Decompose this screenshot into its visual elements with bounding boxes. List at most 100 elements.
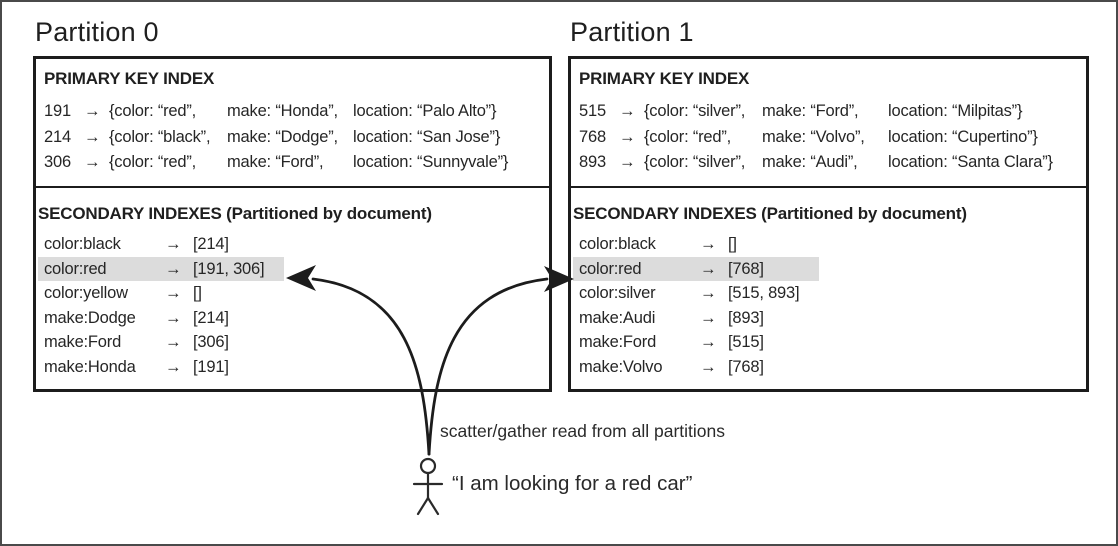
secondary-index-entry: make:Dodge → [214] bbox=[38, 306, 284, 331]
primary-key-rows: 515 → {color: “silver”, make: “Ford”, locati… bbox=[579, 99, 1078, 176]
secondary-index-entry: color:silver → [515, 893] bbox=[573, 281, 819, 306]
secondary-index-entry: make:Honda → [191] bbox=[38, 355, 284, 380]
document-color-field: {color: “black”, bbox=[109, 127, 211, 146]
secondary-indexes-heading: SECONDARY INDEXES (Partitioned by docume… bbox=[573, 204, 967, 223]
maps-to-arrow-icon: → bbox=[700, 259, 717, 278]
maps-to-arrow-icon: → bbox=[84, 127, 101, 146]
primary-key-id: 191 bbox=[44, 102, 71, 120]
secondary-index-entry: make:Volvo→[768] bbox=[573, 355, 819, 380]
secondary-index-ids: [768] bbox=[728, 259, 764, 278]
document-location-field: location: “Cupertino”} bbox=[888, 127, 1038, 146]
primary-key-id: 768 bbox=[579, 127, 606, 146]
primary-key-index-section: PRIMARY KEY INDEX 191 → {color: “red”, make… bbox=[36, 59, 549, 188]
primary-key-index-section: PRIMARY KEY INDEX 515 → {color: “silver”, m… bbox=[571, 59, 1086, 188]
document-color-field: {color: “red”, bbox=[644, 127, 732, 146]
document-color-field: {color: “silver”, bbox=[644, 153, 746, 171]
maps-to-arrow-icon: → bbox=[700, 308, 717, 327]
secondary-indexes-heading: SECONDARY INDEXES (Partitioned by docume… bbox=[38, 204, 432, 223]
maps-to-arrow-icon: → bbox=[165, 333, 182, 351]
document-location-field: location: “Palo Alto”} bbox=[353, 102, 497, 120]
partition-box: PRIMARY KEY INDEX 515 → {color: “silver”, m… bbox=[568, 56, 1089, 392]
maps-to-arrow-icon: → bbox=[165, 357, 182, 376]
secondary-index-entry: color:black → [214] bbox=[38, 232, 284, 257]
document-make-field: make: “Audi”, bbox=[762, 153, 858, 171]
secondary-index-key: color:black bbox=[579, 235, 656, 253]
secondary-index-entry-highlighted: color:red → [191, 306] bbox=[38, 256, 284, 281]
primary-key-id: 515 bbox=[579, 102, 606, 120]
maps-to-arrow-icon: → bbox=[619, 127, 636, 146]
primary-key-row: 214 → {color: “black”, make: “Dodge”, locati… bbox=[44, 125, 541, 151]
maps-to-arrow-icon: → bbox=[165, 284, 182, 302]
partition-title: Partition 1 bbox=[570, 17, 694, 47]
secondary-index-entry: color:yellow → [] bbox=[38, 281, 284, 306]
secondary-index-entry: color:black → [] bbox=[573, 232, 819, 257]
secondary-index-entries: color:black → [] color:red → [768] color:silve… bbox=[573, 232, 1078, 379]
secondary-index-ids: [] bbox=[193, 284, 202, 302]
secondary-index-key: make:Audi bbox=[579, 308, 656, 327]
partition-box: PRIMARY KEY INDEX 191 → {color: “red”, make… bbox=[33, 56, 552, 392]
user-quote: “I am looking for a red car” bbox=[452, 472, 693, 495]
secondary-index-ids: [515] bbox=[728, 333, 764, 351]
document-location-field: location: “San Jose”} bbox=[353, 127, 501, 146]
secondary-index-entry-highlighted: color:red → [768] bbox=[573, 256, 819, 281]
secondary-index-ids: [515, 893] bbox=[728, 284, 800, 302]
secondary-index-entry: make:Ford→[306] bbox=[38, 330, 284, 355]
maps-to-arrow-icon: → bbox=[165, 259, 182, 278]
secondary-indexes-section: SECONDARY INDEXES (Partitioned by docume… bbox=[36, 188, 549, 379]
secondary-index-ids: [214] bbox=[193, 235, 229, 253]
document-make-field: make: “Ford”, bbox=[227, 153, 324, 171]
secondary-index-key: color:yellow bbox=[44, 284, 128, 302]
secondary-index-key: make:Dodge bbox=[44, 308, 136, 327]
secondary-index-key: color:red bbox=[44, 259, 107, 278]
primary-key-rows: 191 → {color: “red”, make: “Honda”, location… bbox=[44, 99, 541, 176]
document-color-field: {color: “silver”, bbox=[644, 102, 746, 120]
partition: Partition 0 PRIMARY KEY INDEX 191→{color… bbox=[33, 18, 552, 392]
maps-to-arrow-icon: → bbox=[165, 235, 182, 253]
secondary-index-entries: color:black→[214]color:red→[191, 306]col… bbox=[38, 232, 541, 379]
secondary-index-key: make:Honda bbox=[44, 357, 136, 376]
secondary-index-ids: [306] bbox=[193, 333, 229, 351]
document-make-field: make: “Volvo”, bbox=[762, 127, 865, 146]
maps-to-arrow-icon: → bbox=[619, 153, 636, 171]
document-make-field: make: “Dodge”, bbox=[227, 127, 338, 146]
secondary-index-ids: [] bbox=[728, 235, 737, 253]
primary-key-id: 893 bbox=[579, 153, 606, 171]
maps-to-arrow-icon: → bbox=[700, 235, 717, 253]
maps-to-arrow-icon: → bbox=[700, 284, 717, 302]
document-make-field: make: “Honda”, bbox=[227, 102, 338, 120]
document-color-field: {color: “red”, bbox=[109, 102, 197, 120]
secondary-index-key: color:black bbox=[44, 235, 121, 253]
secondary-index-entry: make:Audi → [893] bbox=[573, 306, 819, 331]
document-location-field: location: “Sunnyvale”} bbox=[353, 153, 509, 171]
primary-key-index-heading: PRIMARY KEY INDEX bbox=[579, 69, 750, 88]
document-location-field: location: “Milpitas”} bbox=[888, 102, 1023, 120]
secondary-index-entry: make:Ford→[515] bbox=[573, 330, 819, 355]
primary-key-id: 306 bbox=[44, 153, 71, 171]
secondary-index-ids: [768] bbox=[728, 357, 764, 376]
primary-key-row: 768 → {color: “red”, make: “Volvo”, location… bbox=[579, 125, 1078, 151]
secondary-index-ids: [893] bbox=[728, 308, 764, 327]
maps-to-arrow-icon: → bbox=[84, 153, 101, 171]
secondary-indexes-section: SECONDARY INDEXES (Partitioned by docume… bbox=[571, 188, 1086, 379]
maps-to-arrow-icon: → bbox=[84, 102, 101, 120]
primary-key-row: 191 → {color: “red”, make: “Honda”, location… bbox=[44, 99, 541, 125]
secondary-index-ids: [191, 306] bbox=[193, 259, 265, 278]
primary-key-row: 893 → {color: “silver”, make: “Audi”, locati… bbox=[579, 150, 1078, 176]
secondary-index-ids: [191] bbox=[193, 357, 229, 376]
secondary-index-ids: [214] bbox=[193, 308, 229, 327]
primary-key-id: 214 bbox=[44, 127, 71, 146]
secondary-index-key: make:Ford bbox=[579, 333, 657, 351]
secondary-index-key: color:red bbox=[579, 259, 642, 278]
document-make-field: make: “Ford”, bbox=[762, 102, 859, 120]
primary-key-row: 306 → {color: “red”, make: “Ford”, location:… bbox=[44, 150, 541, 176]
document-color-field: {color: “red”, bbox=[109, 153, 197, 171]
secondary-index-key: color:silver bbox=[579, 284, 656, 302]
maps-to-arrow-icon: → bbox=[700, 357, 717, 376]
maps-to-arrow-icon: → bbox=[619, 102, 636, 120]
scatter-gather-label: scatter/gather read from all partitions bbox=[440, 421, 725, 441]
maps-to-arrow-icon: → bbox=[165, 308, 182, 327]
document-location-field: location: “Santa Clara”} bbox=[888, 153, 1053, 171]
primary-key-row: 515 → {color: “silver”, make: “Ford”, locati… bbox=[579, 99, 1078, 125]
primary-key-index-heading: PRIMARY KEY INDEX bbox=[44, 69, 215, 88]
